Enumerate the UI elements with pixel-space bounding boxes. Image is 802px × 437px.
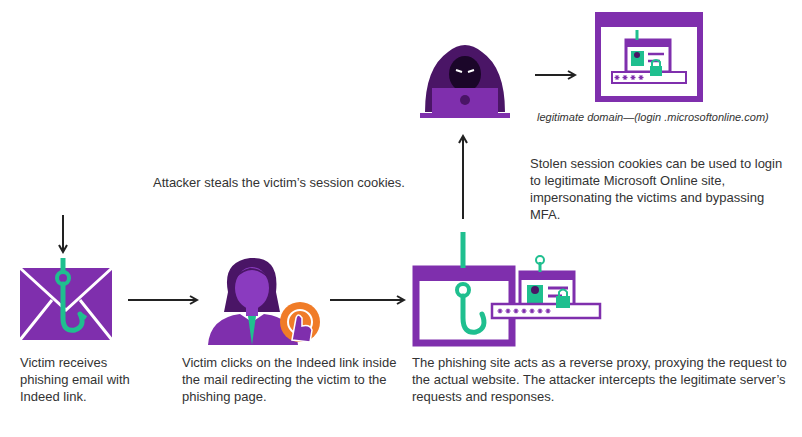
incoming-arrow bbox=[62, 215, 64, 252]
flow-arrow bbox=[462, 136, 464, 219]
legitimate-site-icon bbox=[598, 15, 700, 99]
email-icon bbox=[20, 258, 112, 340]
phishing-site-node: The phishing site acts as a reverse prox… bbox=[412, 265, 602, 347]
node-caption: legitimate domain—(login .microsoftonlin… bbox=[537, 110, 769, 124]
note-text: Stolen session cookies can be used to lo… bbox=[530, 156, 795, 224]
victim-node: Victim clicks on the Indeed link inside … bbox=[205, 258, 325, 346]
attacker-node bbox=[415, 38, 515, 120]
node-caption: Victim clicks on the Indeed link inside … bbox=[182, 355, 397, 406]
attacker-figure bbox=[420, 45, 510, 118]
email-node: Victim receives phishing email with Inde… bbox=[20, 265, 112, 341]
phishing-site-icon bbox=[416, 232, 600, 343]
flow-arrow bbox=[535, 74, 575, 76]
node-caption: The phishing site acts as a reverse prox… bbox=[412, 355, 800, 406]
flow-arrow bbox=[330, 299, 404, 301]
flow-arrow bbox=[128, 299, 197, 301]
victim-figure bbox=[208, 258, 320, 345]
edge-label: Attacker steals the victim’s session coo… bbox=[153, 175, 405, 192]
legitimate-site-node: legitimate domain—(login .microsoftonlin… bbox=[595, 12, 703, 102]
node-caption: Victim receives phishing email with Inde… bbox=[20, 355, 135, 406]
